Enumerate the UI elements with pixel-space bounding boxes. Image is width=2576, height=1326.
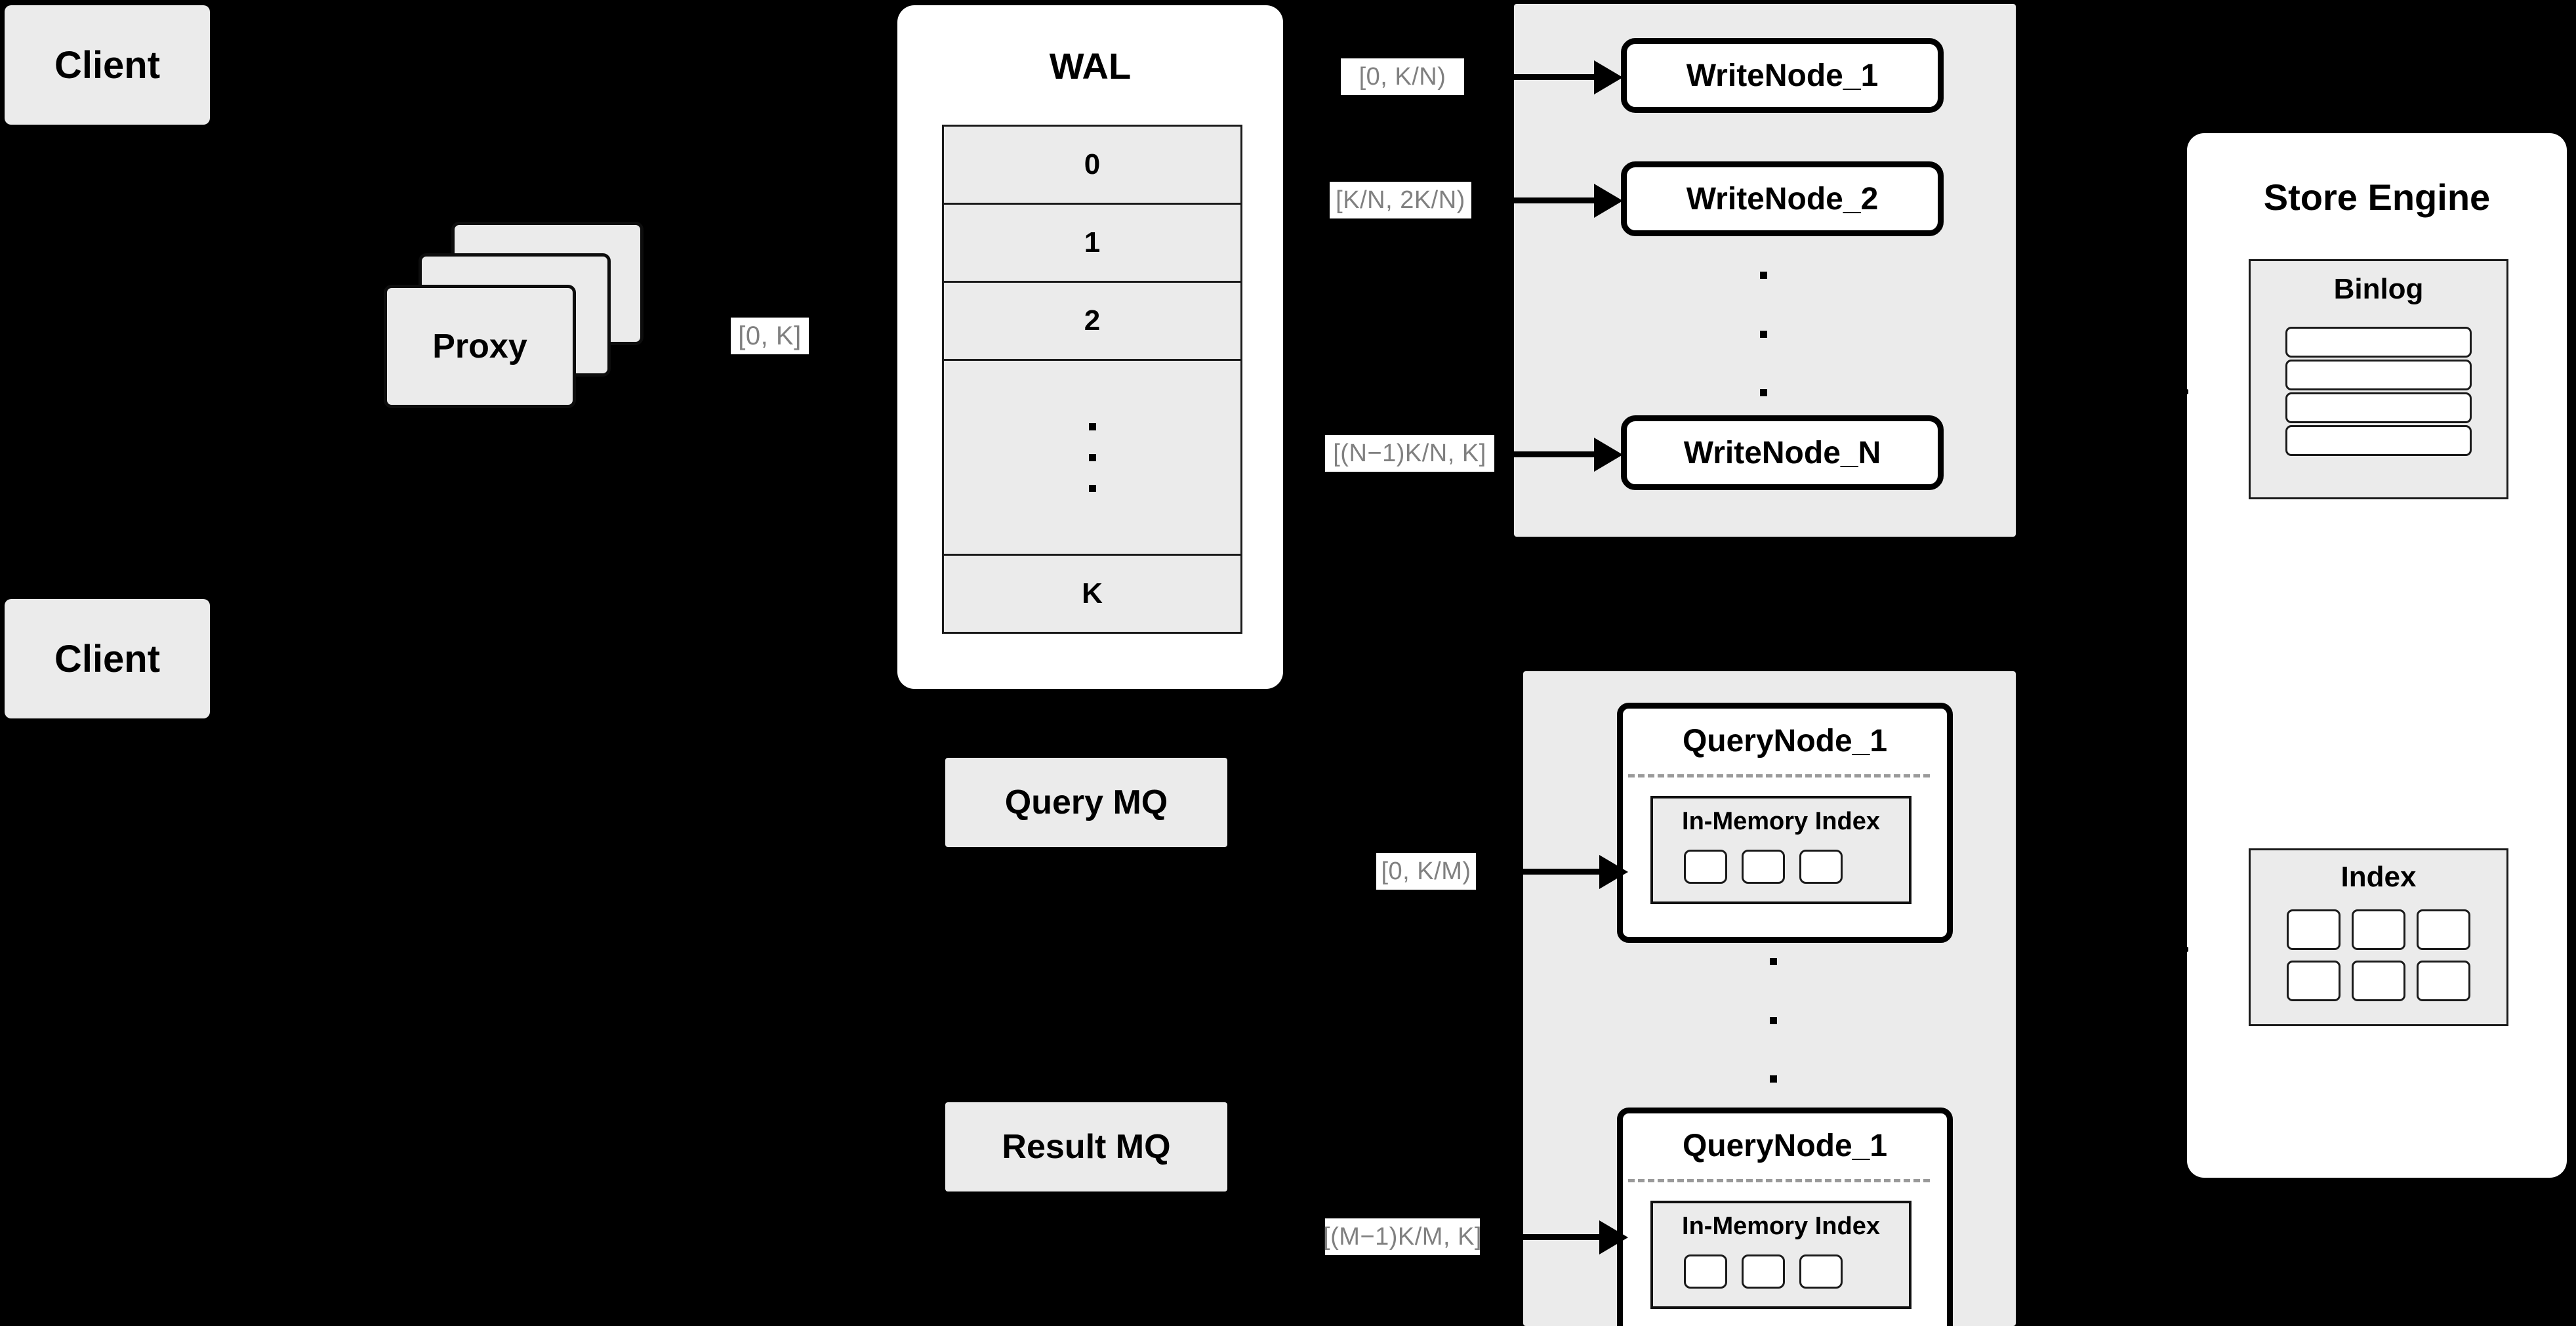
in-memory-index-1-slots (1684, 850, 1843, 884)
edge-label-wal-to-write-1-text: [0, K/N) (1359, 62, 1446, 91)
binlog-slot-list (2285, 327, 2472, 456)
wal-row-label: 2 (1084, 304, 1101, 337)
wal-row: 2 (944, 283, 1240, 361)
arrow-line-to-write-node-1 (1510, 74, 1615, 80)
binlog-slot (2285, 392, 2472, 423)
edge-label-wal-to-write-n: [(N−1)K/N, K] (1325, 435, 1494, 472)
arrow-line-to-index (2132, 947, 2158, 951)
edge-label-wal-to-write-2: [K/N, 2K/N) (1330, 182, 1471, 218)
binlog-slot (2285, 327, 2472, 358)
arrow-head-to-query-node-m (1599, 1220, 1628, 1254)
index-slot (1799, 850, 1843, 884)
arrow-line-to-write-node-n (1510, 451, 1615, 457)
edge-label-mq-to-query-1-text: [0, K/M) (1381, 857, 1471, 885)
wal-row-ellipsis (944, 361, 1240, 556)
wal-panel: WAL 0 1 2 K (897, 5, 1283, 689)
arrow-head-to-binlog (2157, 371, 2188, 412)
query-node-1-label: QueryNode_1 (1682, 724, 1888, 758)
wal-entry-table: 0 1 2 K (942, 125, 1242, 634)
store-engine-panel: Store Engine Binlog Index (2187, 133, 2567, 1178)
edge-label-wal-to-write-1: [0, K/N) (1341, 58, 1464, 95)
query-node-ellipsis (1763, 958, 1783, 1083)
proxy-stack-layer-1[interactable]: Proxy (384, 285, 576, 408)
client-node-2[interactable]: Client (5, 599, 210, 718)
arrow-line-to-query-node-m (1509, 1234, 1619, 1240)
query-node-1[interactable]: QueryNode_1 In-Memory Index (1617, 703, 1953, 943)
index-slot (2287, 909, 2341, 950)
binlog-slot (2285, 425, 2472, 456)
query-node-m-label: QueryNode_1 (1682, 1129, 1888, 1163)
wal-row: 0 (944, 127, 1240, 205)
result-mq-node[interactable]: Result MQ (945, 1102, 1227, 1191)
proxy-node[interactable]: Proxy (380, 210, 644, 433)
query-node-1-divider (1628, 774, 1930, 777)
store-engine-title: Store Engine (2263, 176, 2491, 218)
write-node-n-label: WriteNode_N (1683, 435, 1881, 470)
index-slot (2287, 961, 2341, 1001)
index-slot (1684, 850, 1727, 884)
index-slot (2352, 961, 2405, 1001)
edge-label-wal-to-write-2-text: [K/N, 2K/N) (1336, 186, 1465, 214)
in-memory-index-m-slots (1684, 1254, 1843, 1289)
arrow-head-to-write-node-n (1594, 438, 1623, 472)
arrow-line-to-binlog (2132, 390, 2158, 394)
arrow-head-to-index (2157, 929, 2188, 970)
in-memory-index-m-label: In-Memory Index (1682, 1212, 1880, 1240)
query-mq-label: Query MQ (1004, 783, 1168, 821)
write-node-1-label: WriteNode_1 (1686, 58, 1879, 93)
arrow-head-to-write-node-2 (1594, 184, 1623, 218)
edge-label-wal-to-write-n-text: [(N−1)K/N, K] (1333, 439, 1486, 467)
edge-label-mq-to-query-m-text: [(M−1)K/M, K] (1323, 1222, 1482, 1251)
write-node-1[interactable]: WriteNode_1 (1621, 38, 1944, 113)
in-memory-index-1-label: In-Memory Index (1682, 808, 1880, 835)
query-node-m[interactable]: QueryNode_1 In-Memory Index (1617, 1108, 1953, 1326)
query-mq-node[interactable]: Query MQ (945, 758, 1227, 847)
wal-row: K (944, 556, 1240, 632)
wal-row: 1 (944, 205, 1240, 283)
binlog-slot (2285, 360, 2472, 390)
edge-label-mq-to-query-m: [(M−1)K/M, K] (1323, 1218, 1482, 1255)
client-node-1-label: Client (54, 43, 161, 87)
binlog-title: Binlog (2333, 273, 2424, 305)
client-node-1[interactable]: Client (5, 5, 210, 125)
in-memory-index-1: In-Memory Index (1650, 796, 1912, 904)
wal-row-label: K (1082, 577, 1103, 610)
write-node-2[interactable]: WriteNode_2 (1621, 161, 1944, 236)
arrow-line-to-query-node-1 (1509, 869, 1619, 875)
index-box: Index (2249, 848, 2508, 1026)
write-node-2-label: WriteNode_2 (1686, 181, 1879, 217)
index-slot (1799, 1254, 1843, 1289)
index-slot-grid (2287, 909, 2470, 1001)
edge-label-proxy-to-wal-text: [0, K] (738, 321, 802, 350)
index-slot (1684, 1254, 1727, 1289)
index-title: Index (2341, 861, 2417, 893)
wal-row-label: 0 (1084, 148, 1101, 180)
arrow-head-to-write-node-1 (1594, 60, 1623, 94)
index-slot (2352, 909, 2405, 950)
arrow-head-to-query-node-1 (1599, 855, 1628, 889)
arrow-line-to-write-node-2 (1510, 197, 1615, 203)
wal-row-label: 1 (1084, 226, 1101, 259)
binlog-box: Binlog (2249, 259, 2508, 499)
index-slot (1742, 850, 1785, 884)
wal-title: WAL (1049, 45, 1132, 87)
write-node-ellipsis (1753, 272, 1773, 396)
query-node-m-divider (1628, 1179, 1930, 1182)
index-slot (2417, 909, 2470, 950)
edge-label-mq-to-query-1: [0, K/M) (1376, 853, 1476, 890)
edge-label-proxy-to-wal: [0, K] (731, 318, 809, 354)
in-memory-index-m: In-Memory Index (1650, 1201, 1912, 1309)
result-mq-label: Result MQ (1002, 1128, 1171, 1166)
client-node-2-label: Client (54, 637, 161, 680)
query-node-group: QueryNode_1 In-Memory Index QueryNode_1 … (1523, 671, 2016, 1326)
proxy-label: Proxy (432, 327, 527, 365)
index-slot (2417, 961, 2470, 1001)
write-node-n[interactable]: WriteNode_N (1621, 415, 1944, 490)
index-slot (1742, 1254, 1785, 1289)
